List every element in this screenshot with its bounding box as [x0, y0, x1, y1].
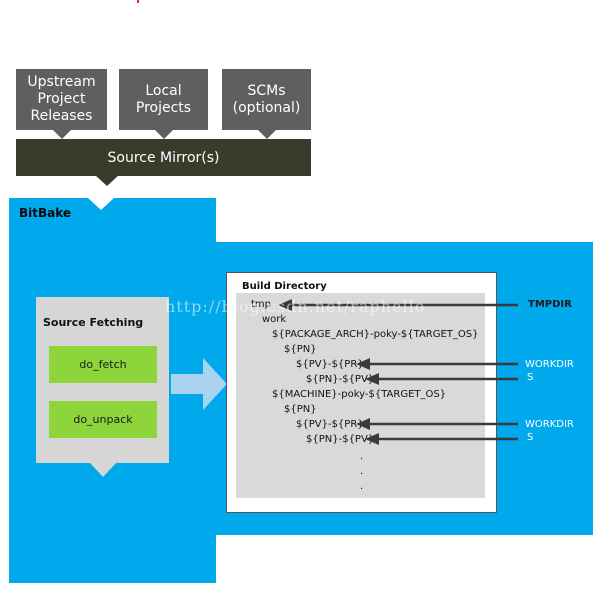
tree-dot-2: .	[360, 466, 364, 477]
tree-pn-1: ${PN}	[284, 344, 317, 355]
source-mirror-label: Source Mirror(s)	[107, 149, 220, 166]
do-fetch-label: do_fetch	[79, 358, 127, 371]
upstream-label: Upstream Project Releases	[27, 74, 96, 124]
s-arrowhead-2	[365, 433, 379, 445]
tree-pn-2: ${PN}	[284, 404, 317, 415]
build-directory-content	[236, 293, 485, 498]
upstream-project-releases-box: Upstream Project Releases	[16, 69, 107, 139]
tree-pn-pv-2: ${PN}-${PV}	[306, 434, 375, 445]
tree-package-arch: ${PACKAGE_ARCH}-poky-${TARGET_OS}	[272, 329, 479, 340]
tmpdir-arrowhead	[278, 299, 292, 311]
watermark-text: http://blog.csdn.net/raphello	[165, 297, 426, 316]
tmpdir-label: TMPDIR	[528, 299, 572, 310]
scms-box: SCMs (optional)	[222, 69, 311, 139]
source-mirror-bar: Source Mirror(s)	[16, 139, 311, 186]
build-directory-title: Build Directory	[242, 281, 327, 292]
s-label-1: S	[527, 372, 534, 383]
bitbake-label: BitBake	[19, 206, 72, 220]
tree-work: work	[262, 314, 287, 325]
tree-pn-pv-1: ${PN}-${PV}	[306, 374, 375, 385]
flow-arrow-icon	[171, 358, 227, 410]
source-fetching-title: Source Fetching	[43, 316, 144, 329]
tree-pv-pr-2: ${PV}-${PR}	[296, 419, 364, 430]
s-arrowhead-1	[365, 373, 379, 385]
tree-machine: ${MACHINE}-poky-${TARGET_OS}	[272, 389, 447, 400]
do-unpack-label: do_unpack	[73, 413, 133, 426]
workdir-label-2: WORKDIR	[525, 419, 574, 430]
bitbake-notch	[88, 198, 114, 210]
workdir-arrowhead-2	[356, 418, 370, 430]
s-label-2: S	[527, 432, 534, 443]
tree-dot-1: .	[360, 451, 364, 462]
workdir-label-1: WORKDIR	[525, 359, 574, 370]
red-mark	[137, 0, 139, 3]
scms-label: SCMs (optional)	[232, 82, 301, 116]
local-projects-label: Local Projects	[135, 82, 192, 116]
tree-tmp: tmp	[251, 299, 272, 310]
tree-pv-pr-1: ${PV}-${PR}	[296, 359, 364, 370]
local-projects-box: Local Projects	[119, 69, 208, 139]
do-unpack-task: do_unpack	[49, 401, 157, 438]
do-fetch-task: do_fetch	[49, 346, 157, 383]
tree-dot-3: .	[360, 481, 364, 492]
workdir-arrowhead-1	[356, 358, 370, 370]
